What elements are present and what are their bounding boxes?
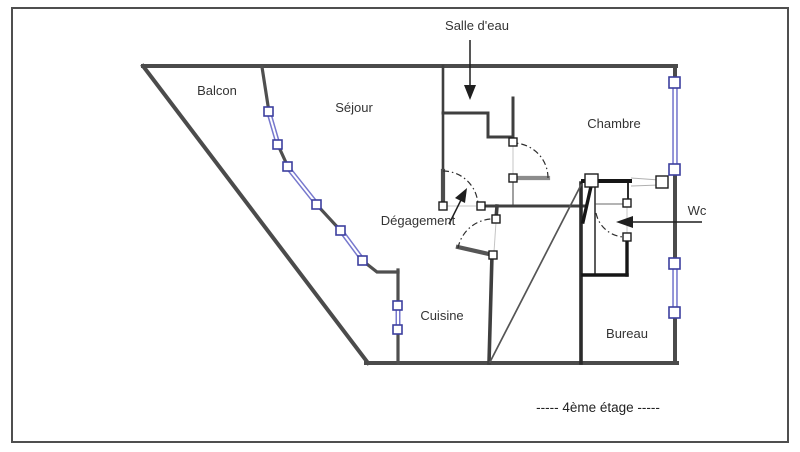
window-handle (357, 255, 368, 266)
floor-caption: ----- 4ème étage ----- (536, 400, 660, 415)
chambre-door-arc (512, 142, 549, 179)
door-node (438, 201, 448, 211)
interior-walls (441, 64, 586, 365)
window-handle (668, 163, 681, 176)
window-handle (263, 106, 274, 117)
room-label-chambre: Chambre (587, 116, 640, 131)
window-centerline (268, 112, 279, 145)
passage-line-lower (630, 184, 660, 187)
cuisine-door-leaf (455, 244, 496, 258)
wc-door-leaf (580, 179, 595, 225)
door-opening-line (493, 221, 497, 253)
balcony-partition-walls (260, 65, 400, 365)
room-label-bureau: Bureau (606, 326, 648, 341)
window-handle (335, 225, 346, 236)
door-node (622, 198, 632, 208)
door-leaves (440, 168, 551, 258)
window-handle (668, 306, 681, 319)
door-node (488, 250, 498, 260)
wall-cuisine-right (487, 253, 494, 365)
window-handle (272, 139, 283, 150)
salle-deau-arrow-head (464, 85, 476, 100)
window-handle (392, 324, 403, 335)
wc-block (580, 179, 632, 277)
passage-node (655, 175, 669, 189)
window-handle (668, 257, 681, 270)
door-node (622, 232, 632, 242)
door-node (476, 201, 486, 211)
door-node (491, 214, 501, 224)
cuisine-door-arc (457, 218, 497, 249)
room-label-cuisine: Cuisine (420, 308, 463, 323)
figure-frame (11, 7, 789, 443)
room-label-salle-deau: Salle d'eau (445, 18, 509, 33)
room-label-degagement: Dégagement (381, 213, 456, 228)
stair-diagonal-line (488, 183, 583, 364)
wc-door-arc (595, 212, 625, 238)
window-handles (263, 76, 681, 335)
window-handle (282, 161, 293, 172)
door-arcs (442, 142, 625, 249)
degagement-arrow-line (448, 199, 462, 225)
room-label-wc: Wc (688, 203, 707, 218)
window-centerline (288, 168, 317, 204)
passage-line-upper (630, 177, 660, 181)
window-handle (311, 199, 322, 210)
room-label-balcon: Balcon (197, 83, 237, 98)
window-handle (668, 76, 681, 89)
door-node (584, 173, 599, 188)
room-label-sejour: Séjour (335, 100, 373, 115)
door-node (508, 173, 518, 183)
degagement-door-arc (442, 170, 479, 207)
door-nodes (438, 137, 669, 260)
window-handle (392, 300, 403, 311)
window-centerline (341, 231, 363, 260)
door-node (508, 137, 518, 147)
room-labels: Balcon Séjour Salle d'eau Chambre Dégage… (197, 18, 707, 341)
degagement-arrow-head (455, 188, 467, 203)
wall-diagonal-left (140, 63, 371, 366)
wc-arrow-head (616, 216, 633, 228)
annotation-arrows (448, 40, 702, 228)
